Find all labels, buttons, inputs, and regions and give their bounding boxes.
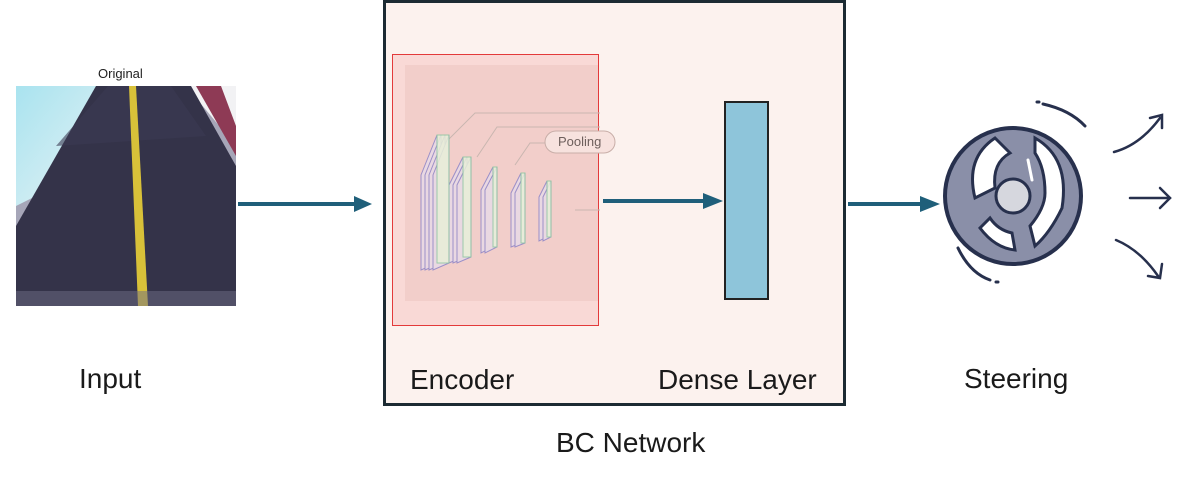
arrow-input-to-encoder xyxy=(238,196,372,212)
bc-network-caption: BC Network xyxy=(556,427,706,458)
arrow-encoder-to-dense xyxy=(603,193,723,209)
arrow-network-to-steering xyxy=(848,196,940,212)
image-title: Original xyxy=(98,66,143,81)
encoder-label: Encoder xyxy=(410,364,515,395)
steering-label: Steering xyxy=(964,363,1069,394)
dense-layer-block xyxy=(724,101,769,300)
road-camera-image xyxy=(16,86,236,306)
cnn-layers-icon xyxy=(405,65,616,301)
dense-layer-label: Dense Layer xyxy=(658,364,817,395)
input-label: Input xyxy=(79,363,142,394)
motion-arrows-icon xyxy=(1112,113,1172,280)
steering-wheel-icon xyxy=(943,100,1087,284)
pooling-label: Pooling xyxy=(558,134,602,149)
